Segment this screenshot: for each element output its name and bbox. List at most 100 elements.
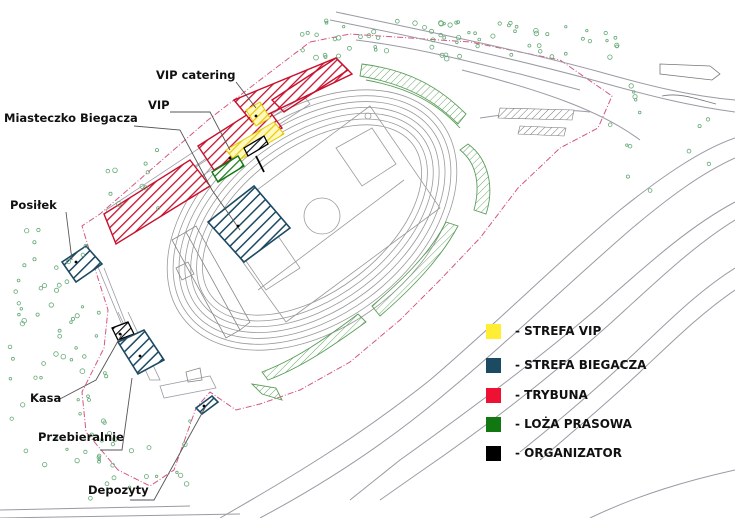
tree-icon xyxy=(438,20,444,26)
tree-icon xyxy=(7,344,13,350)
tree-icon xyxy=(110,441,116,447)
tree-icon xyxy=(607,54,613,60)
tree-icon xyxy=(394,18,400,24)
tree-icon xyxy=(324,20,329,25)
tree-icon xyxy=(455,40,459,45)
tree-icon xyxy=(706,161,712,166)
tree-icon xyxy=(88,495,93,501)
tree-icon xyxy=(313,54,319,61)
callout-markers xyxy=(74,114,258,408)
tree-icon xyxy=(605,38,609,43)
tree-icon xyxy=(86,394,90,399)
label-kasa: Kasa xyxy=(30,391,62,405)
tree-icon xyxy=(112,436,118,442)
tree-icon xyxy=(83,449,88,454)
tree-icon xyxy=(300,48,305,53)
tree-icon xyxy=(299,32,305,37)
tree-icon xyxy=(107,431,113,437)
tree-icon xyxy=(632,90,636,94)
tree-icon xyxy=(111,475,117,481)
tree-icon xyxy=(457,53,463,59)
legend-label-organizator: - ORGANIZATOR xyxy=(515,446,622,460)
tree-icon xyxy=(78,412,82,416)
tree-icon xyxy=(17,312,21,317)
tree-icon xyxy=(447,22,453,28)
label-vip-catering: VIP catering xyxy=(156,68,236,82)
tree-icon xyxy=(80,305,85,309)
tree-icon xyxy=(506,23,511,28)
tree-icon xyxy=(41,361,46,366)
tree-icon xyxy=(632,94,638,100)
tree-icon xyxy=(473,31,477,36)
tree-icon xyxy=(32,240,37,245)
legend-swatch-biegacza xyxy=(486,357,501,373)
tree-icon xyxy=(64,279,70,285)
tree-icon xyxy=(54,287,60,293)
tree-icon xyxy=(628,83,634,89)
tree-icon xyxy=(513,29,517,34)
tree-icon xyxy=(102,420,107,425)
tree-icon xyxy=(39,376,43,380)
tree-icon xyxy=(373,47,378,52)
tree-icon xyxy=(467,30,471,35)
tree-icon xyxy=(96,310,101,315)
tree-icon xyxy=(146,445,152,451)
tree-icon xyxy=(89,432,94,437)
legend-item-loza-prasowa: - LOŻA PRASOWA xyxy=(486,415,632,433)
tree-icon xyxy=(20,402,26,408)
tree-icon xyxy=(116,201,122,207)
tree-icon xyxy=(69,358,74,362)
tree-icon xyxy=(444,56,450,62)
tree-icon xyxy=(497,21,502,26)
tree-icon xyxy=(80,252,85,257)
tree-icon xyxy=(549,54,555,59)
tree-icon xyxy=(305,30,310,35)
tree-icon xyxy=(686,148,692,154)
tree-icon xyxy=(625,174,630,179)
legend-label-trybuna: - TRYBUNA xyxy=(515,388,588,402)
tree-icon xyxy=(76,398,80,402)
tree-icon xyxy=(99,438,105,443)
trees xyxy=(7,18,712,501)
tree-icon xyxy=(475,43,480,49)
trybuna-north xyxy=(232,57,354,123)
label-vip: VIP xyxy=(148,98,170,112)
tree-icon xyxy=(627,143,633,149)
tree-icon xyxy=(155,474,159,478)
tree-icon xyxy=(603,30,608,36)
miasteczko-biegacza-area xyxy=(206,184,292,264)
label-przebieralnie: Przebieralnie xyxy=(38,430,124,444)
tree-icon xyxy=(154,148,159,153)
tree-icon xyxy=(8,377,13,381)
tree-icon xyxy=(536,43,542,48)
tree-icon xyxy=(514,24,519,29)
tree-icon xyxy=(455,34,462,41)
tree-icon xyxy=(332,36,337,42)
tree-icon xyxy=(82,354,87,359)
tree-icon xyxy=(53,351,59,357)
legend-swatch-prasowa xyxy=(486,416,501,432)
tree-icon xyxy=(105,168,110,174)
tree-icon xyxy=(538,49,543,54)
tree-icon xyxy=(587,38,593,44)
tree-icon xyxy=(21,318,27,324)
tree-icon xyxy=(83,243,88,249)
running-track xyxy=(166,89,458,351)
tree-icon xyxy=(697,124,702,129)
tree-icon xyxy=(454,20,459,25)
tree-icon xyxy=(429,44,435,50)
tree-icon xyxy=(60,354,66,360)
organizator-zones xyxy=(111,135,269,341)
tree-icon xyxy=(24,228,30,234)
przebieralnie-area xyxy=(116,328,166,376)
tree-icon xyxy=(613,35,618,40)
football-pitch xyxy=(213,105,441,323)
tree-icon xyxy=(42,461,48,468)
legend-swatch-organizator xyxy=(486,445,501,461)
tree-icon xyxy=(178,472,184,478)
tree-icon xyxy=(97,459,101,464)
tree-icon xyxy=(439,52,445,58)
tree-icon xyxy=(638,110,642,115)
tree-icon xyxy=(16,301,21,306)
